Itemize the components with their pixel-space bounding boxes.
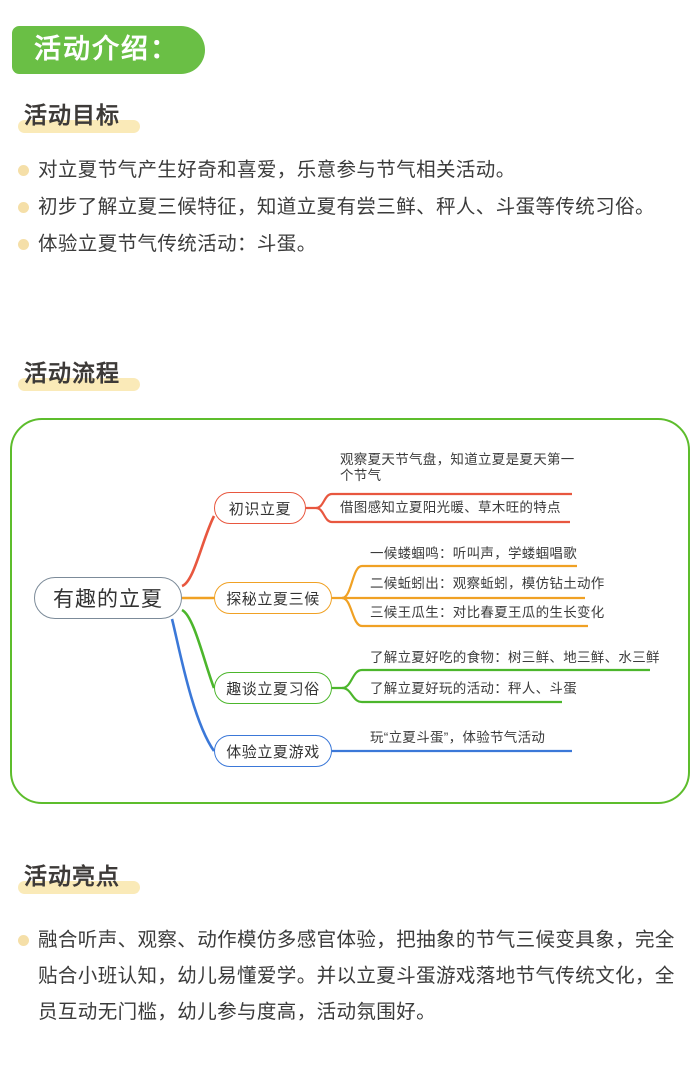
mindmap-branch-label-4: 体验立夏游戏 xyxy=(226,743,320,761)
list-item-text: 对立夏节气产生好奇和喜爱，乐意参与节气相关活动。 xyxy=(38,159,516,181)
goal-bullet-list: 对立夏节气产生好奇和喜爱，乐意参与节气相关活动。 初步了解立夏三候特征，知道立夏… xyxy=(14,152,686,263)
mindmap-leaf-1-2: 借图感知立夏阳光暖、草木旺的特点 xyxy=(340,500,561,515)
mindmap-root-node[interactable]: 有趣的立夏 xyxy=(34,577,182,619)
mindmap-branch-node-4[interactable]: 体验立夏游戏 xyxy=(214,735,332,767)
mindmap-leaf-3-2: 了解立夏好玩的活动：秤人、斗蛋 xyxy=(370,681,577,696)
mindmap-frame: 有趣的立夏 初识立夏 探秘立夏三候 趣谈立夏习俗 体验立夏游戏 观察夏天节气盘，… xyxy=(10,418,690,804)
highlight-bullet-list: 融合听声、观察、动作模仿多感官体验，把抽象的节气三候变具象，完全贴合小班认知，幼… xyxy=(14,922,686,1031)
list-item-text: 融合听声、观察、动作模仿多感官体验，把抽象的节气三候变具象，完全贴合小班认知，幼… xyxy=(38,929,675,1023)
mindmap-branch-label-1: 初识立夏 xyxy=(228,500,292,518)
bullet-dot-icon xyxy=(18,935,29,946)
section-heading-goal-text: 活动目标 xyxy=(18,104,140,133)
mindmap-branch-label-2: 探秘立夏三候 xyxy=(226,590,320,608)
section-heading-flow: 活动流程 xyxy=(18,362,140,391)
mindmap-connectors xyxy=(170,492,650,753)
mindmap-branch-node-1[interactable]: 初识立夏 xyxy=(214,492,306,524)
mindmap-branch-node-3[interactable]: 趣谈立夏习俗 xyxy=(214,672,332,704)
mindmap-leaf-2-2: 二候蚯蚓出：观察蚯蚓，模仿钻土动作 xyxy=(370,576,605,591)
mindmap-root-label: 有趣的立夏 xyxy=(53,588,163,611)
section-heading-highlight-text: 活动亮点 xyxy=(18,865,140,894)
mindmap-leaf-3-1: 了解立夏好吃的食物：树三鲜、地三鲜、水三鲜 xyxy=(370,650,660,665)
mindmap-leaf-1-1: 观察夏天节气盘，知道立夏是夏天第一个节气 xyxy=(340,452,575,483)
bullet-dot-icon xyxy=(18,202,29,213)
bullet-dot-icon xyxy=(18,165,29,176)
section-heading-goal: 活动目标 xyxy=(18,104,140,133)
intro-badge: 活动介绍： xyxy=(12,26,205,75)
mindmap-leaf-2-1: 一候蝼蝈鸣：听叫声，学蝼蝈唱歌 xyxy=(370,546,577,561)
mindmap-leaf-2-3: 三候王瓜生：对比春夏王瓜的生长变化 xyxy=(370,605,605,620)
list-item: 体验立夏节气传统活动：斗蛋。 xyxy=(14,226,686,262)
list-item: 初步了解立夏三候特征，知道立夏有尝三鲜、秤人、斗蛋等传统习俗。 xyxy=(14,189,686,225)
mindmap-branch-label-3: 趣谈立夏习俗 xyxy=(226,680,320,698)
bullet-dot-icon xyxy=(18,239,29,250)
section-heading-flow-text: 活动流程 xyxy=(18,362,140,391)
section-heading-highlight: 活动亮点 xyxy=(18,865,140,894)
list-item: 对立夏节气产生好奇和喜爱，乐意参与节气相关活动。 xyxy=(14,152,686,188)
mindmap-branch-node-2[interactable]: 探秘立夏三候 xyxy=(214,582,332,614)
list-item-text: 体验立夏节气传统活动：斗蛋。 xyxy=(38,233,317,255)
intro-badge-container: 活动介绍： xyxy=(12,26,205,75)
list-item-text: 初步了解立夏三候特征，知道立夏有尝三鲜、秤人、斗蛋等传统习俗。 xyxy=(38,196,655,218)
mindmap-leaf-4-1: 玩“立夏斗蛋”，体验节气活动 xyxy=(370,730,546,745)
list-item: 融合听声、观察、动作模仿多感官体验，把抽象的节气三候变具象，完全贴合小班认知，幼… xyxy=(14,922,686,1030)
